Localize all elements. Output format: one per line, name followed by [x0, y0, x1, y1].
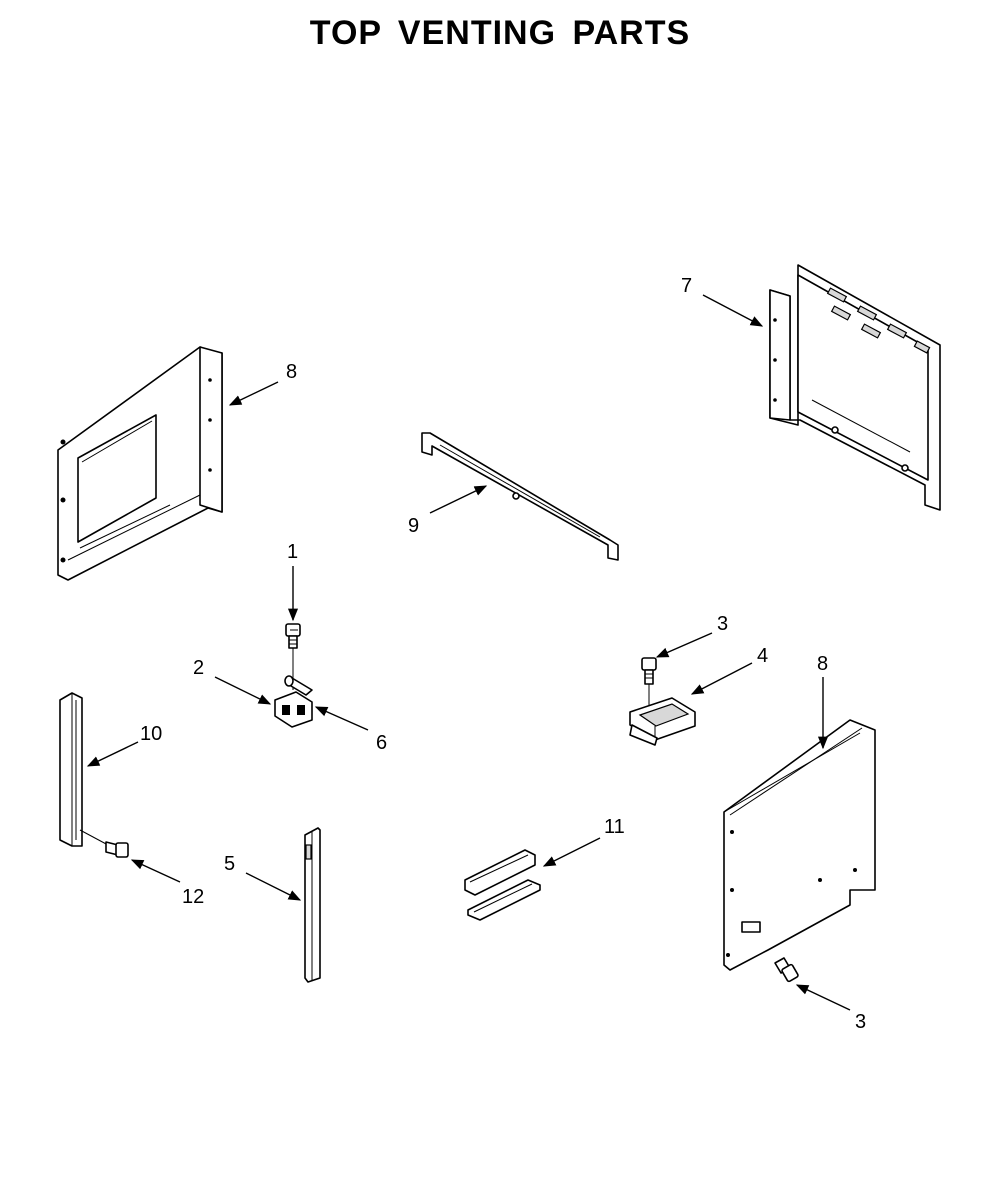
callout-labels: 8 7 9 1 2 6 3 4 8 10 12 5 11 3 — [140, 275, 866, 1033]
callout-11: 11 — [604, 816, 625, 838]
leader-3a — [655, 632, 713, 658]
callout-6: 6 — [376, 732, 387, 754]
part-8-side-panel-right — [723, 719, 876, 971]
part-12-screw — [79, 829, 129, 858]
leader-2 — [214, 676, 272, 705]
leader-lines — [86, 294, 851, 1011]
callout-1: 1 — [287, 541, 298, 563]
leader-7 — [702, 294, 764, 327]
part-10-strip — [59, 692, 83, 847]
part-9-vent-bar — [421, 432, 619, 561]
part-6-pin — [284, 675, 313, 696]
part-7-rear-panel — [769, 264, 941, 511]
leader-3b — [795, 984, 851, 1011]
part-5-strip — [304, 827, 321, 983]
callout-9: 9 — [408, 515, 419, 537]
diagram-title: TOP VENTING PARTS — [309, 14, 691, 52]
leader-4 — [690, 662, 753, 695]
callout-4: 4 — [757, 645, 768, 667]
leader-8a — [228, 381, 279, 406]
part-4-module — [629, 697, 696, 746]
part-11-pads — [464, 849, 541, 921]
callout-3-upper: 3 — [717, 613, 728, 635]
part-3-screw-lower — [774, 957, 799, 983]
leader-10 — [86, 741, 139, 767]
leader-11 — [542, 837, 601, 867]
callout-12: 12 — [182, 886, 204, 908]
part-1-screw — [285, 623, 301, 649]
leader-12 — [130, 859, 181, 883]
leader-5 — [245, 872, 302, 901]
callout-3-lower: 3 — [855, 1011, 866, 1033]
leader-6 — [314, 706, 369, 731]
callout-8-lower: 8 — [817, 653, 828, 675]
callout-5: 5 — [224, 853, 235, 875]
callout-7: 7 — [681, 275, 692, 297]
callout-8-upper: 8 — [286, 361, 297, 383]
leader-9 — [429, 485, 488, 514]
callout-10: 10 — [140, 723, 162, 745]
part-8-side-panel-left — [57, 346, 223, 581]
part-3-screw-upper — [641, 657, 657, 705]
callout-2: 2 — [193, 657, 204, 679]
